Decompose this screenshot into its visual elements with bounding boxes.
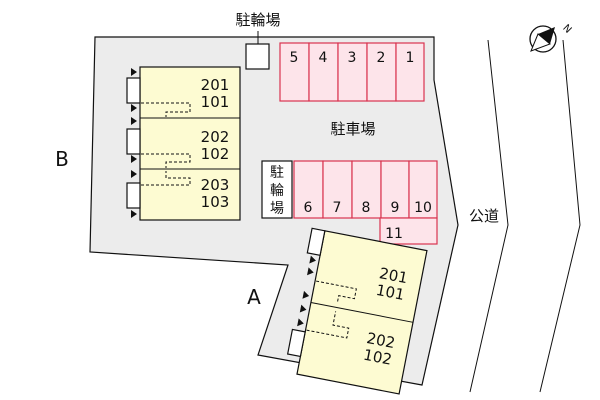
parking-number: 10: [414, 200, 432, 216]
parking-number: 9: [391, 200, 400, 216]
public-road-label: 公道: [469, 207, 499, 225]
parking-space-4: [308, 42, 339, 102]
unit-number: 103: [201, 193, 230, 211]
unit-number: 202: [365, 329, 397, 352]
parking-number: 2: [377, 50, 386, 66]
bicycle-parking-mid-char: 場: [270, 201, 284, 217]
building-b: 201 101 202 102 203 103: [126, 66, 241, 221]
entry-arrow-icon: [299, 304, 307, 313]
parking-number: 5: [290, 50, 299, 66]
unit-number: 101: [375, 281, 407, 304]
parking-space-6: [293, 160, 324, 219]
parking-number: 8: [362, 200, 371, 216]
unit-number: 202: [201, 128, 230, 146]
bicycle-parking-mid-char: 駐: [270, 165, 284, 181]
bicycle-parking-top-box: [245, 43, 270, 70]
entry-arrow-icon: [302, 290, 310, 299]
entry-arrow-icon: [307, 267, 314, 276]
parking-space-2: [366, 42, 397, 102]
north-arrow-icon: N: [529, 23, 573, 53]
north-label: N: [560, 23, 573, 36]
unit-number: 102: [201, 145, 230, 163]
entry-arrow-icon: [131, 68, 137, 76]
parking-number: 4: [319, 50, 328, 66]
entry-arrow-icon: [131, 210, 137, 218]
entry-arrow-icon: [297, 318, 304, 327]
unit-number: 102: [362, 346, 394, 369]
building-a-label: A: [247, 285, 261, 309]
parking-space-11: [379, 217, 438, 245]
bicycle-parking-mid-box: [261, 160, 293, 219]
parking-space-3: [337, 42, 368, 102]
bicycle-parking-mid-char: 輪: [270, 182, 284, 199]
parking-lot-label: 駐車場: [330, 120, 375, 138]
building-b-entrance: [126, 128, 141, 155]
unit-number: 203: [201, 176, 230, 194]
public-road-edge-left: [469, 39, 509, 393]
public-road-edge-right: [539, 39, 581, 393]
parking-space-8: [351, 160, 382, 219]
building-a: 201 101 202 102: [286, 227, 428, 395]
parking-space-1: [395, 42, 425, 102]
building-b-entrance: [126, 77, 141, 104]
unit-number: 101: [201, 93, 230, 111]
entry-arrow-icon: [131, 155, 137, 163]
building-b-body: [139, 66, 241, 221]
parking-space-7: [322, 160, 353, 219]
parking-middle-row: 6 7 8 9 10 11: [293, 160, 438, 245]
bicycle-parking-top-label: 駐輪場: [235, 11, 280, 29]
unit-number: 201: [378, 264, 410, 287]
parking-number: 1: [406, 50, 415, 66]
building-b-entrance: [126, 182, 141, 209]
building-a-entrance: [286, 328, 306, 358]
entry-arrow-icon: [131, 170, 137, 178]
parking-number: 6: [304, 200, 313, 216]
parking-top-row: 5 4 3 2 1: [279, 42, 425, 102]
parking-number: 7: [333, 200, 342, 216]
unit-number: 201: [201, 76, 230, 94]
parking-space-9: [380, 160, 410, 219]
parking-number: 11: [385, 226, 403, 242]
parking-number: 3: [348, 50, 357, 66]
entry-arrow-icon: [131, 117, 137, 125]
building-a-entrance: [306, 227, 326, 257]
entry-arrow-icon: [309, 255, 316, 264]
building-b-label: B: [55, 147, 69, 171]
entry-arrow-icon: [131, 104, 137, 112]
